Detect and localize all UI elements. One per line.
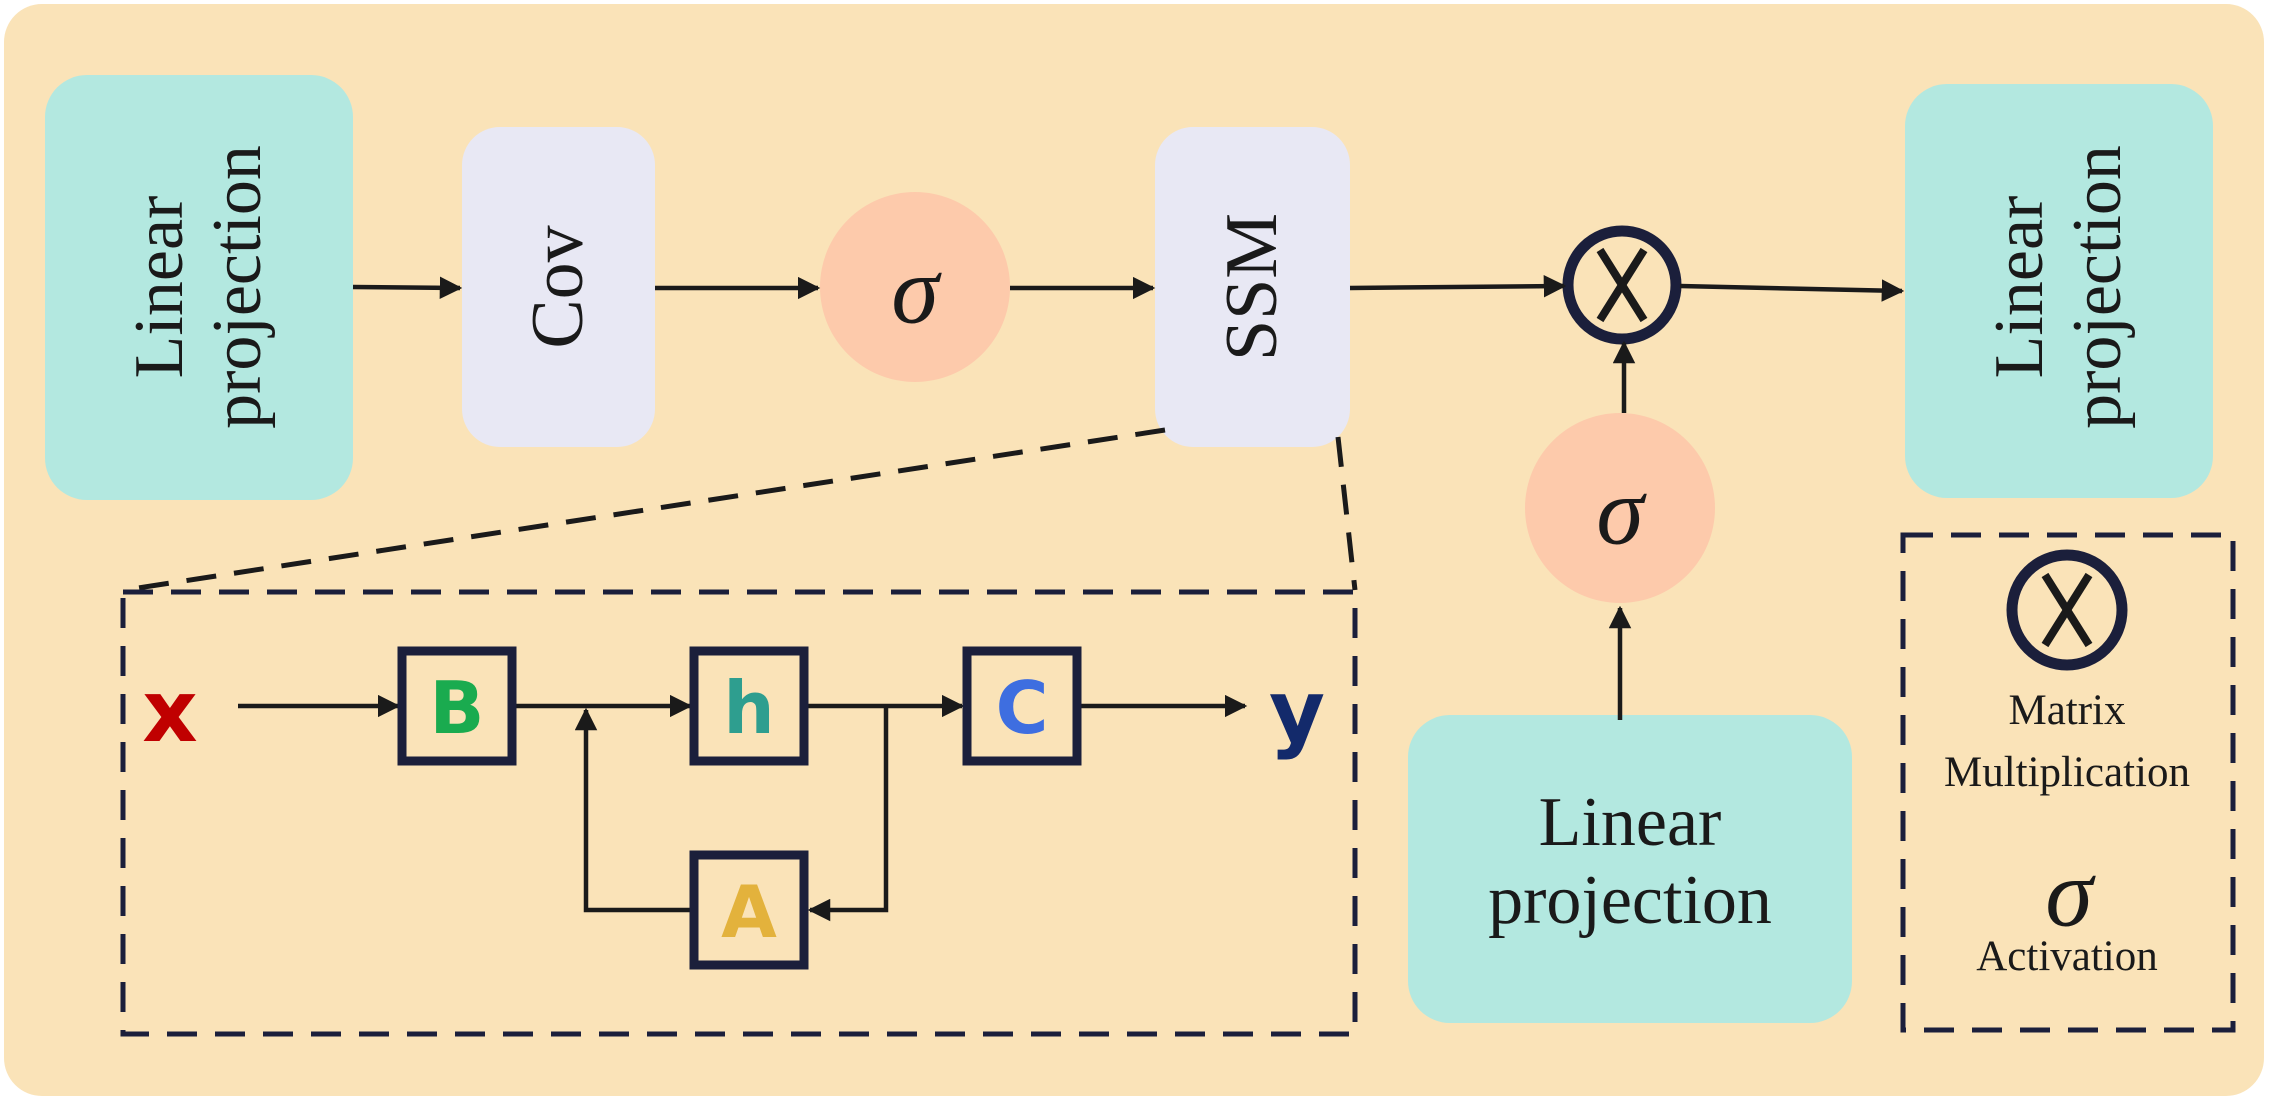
ssm-zoom-guides (124, 427, 1358, 593)
legend-activation-symbol: σ (2045, 840, 2096, 947)
arrow-h-feedback-to-a (807, 706, 889, 922)
label-line: projection (199, 145, 276, 429)
activation-main-symbol: σ (891, 237, 942, 344)
linear-projection-input-block: Linearprojection (45, 75, 353, 500)
linear-projection-output-label: Linearprojection (1981, 145, 2136, 429)
ssm-detail-frame (120, 589, 1358, 1037)
legend-frame (1900, 532, 2236, 1033)
arrow-ssm-to-multiply (1349, 274, 1567, 298)
ssm-c-label: C (996, 666, 1049, 750)
ssm-a-box: A (689, 850, 809, 970)
label-line: projection (1488, 862, 1772, 939)
label-line: Matrix (2008, 687, 2125, 734)
label-line: Linear (1981, 196, 2058, 379)
ssm-h-label: h (723, 666, 774, 750)
ssm-input-x: x (142, 662, 197, 762)
ssm-detail-arrows (238, 694, 1248, 922)
ssm-output-y: y (1269, 662, 1325, 762)
label-line: Multiplication (1944, 749, 2190, 796)
label-line: Linear (1539, 784, 1722, 861)
label-line: Linear (121, 196, 198, 379)
arrow-linear-to-conv (352, 276, 463, 300)
arrow-multiply-to-linear-out (1679, 279, 1905, 302)
legend-multiply-icon (2006, 549, 2128, 671)
matrix-multiplication-node (1562, 225, 1682, 345)
ssm-b-box: B (397, 646, 517, 766)
conv-label: Cov (517, 225, 599, 348)
conv-block: Cov (462, 127, 655, 447)
linear-projection-input-label: Linearprojection (121, 145, 276, 429)
ssm-c-box: C (962, 646, 1082, 766)
main-flow-arrows (352, 274, 1905, 720)
ssm-h-box: h (689, 646, 809, 766)
label-line: projection (2059, 145, 2136, 429)
activation-gate-circle: σ (1525, 413, 1715, 603)
ssm-label: SSM (1211, 213, 1293, 361)
arrow-a-feedback-to-sum (574, 707, 692, 913)
activation-main-circle: σ (820, 192, 1010, 382)
linear-projection-output-block: Linearprojection (1905, 84, 2213, 498)
ssm-a-label: A (721, 870, 777, 954)
ssm-block: SSM (1155, 127, 1350, 447)
legend-activation-label: Activation (1976, 933, 2158, 980)
ssm-b-label: B (430, 666, 485, 750)
activation-gate-symbol: σ (1596, 458, 1647, 565)
